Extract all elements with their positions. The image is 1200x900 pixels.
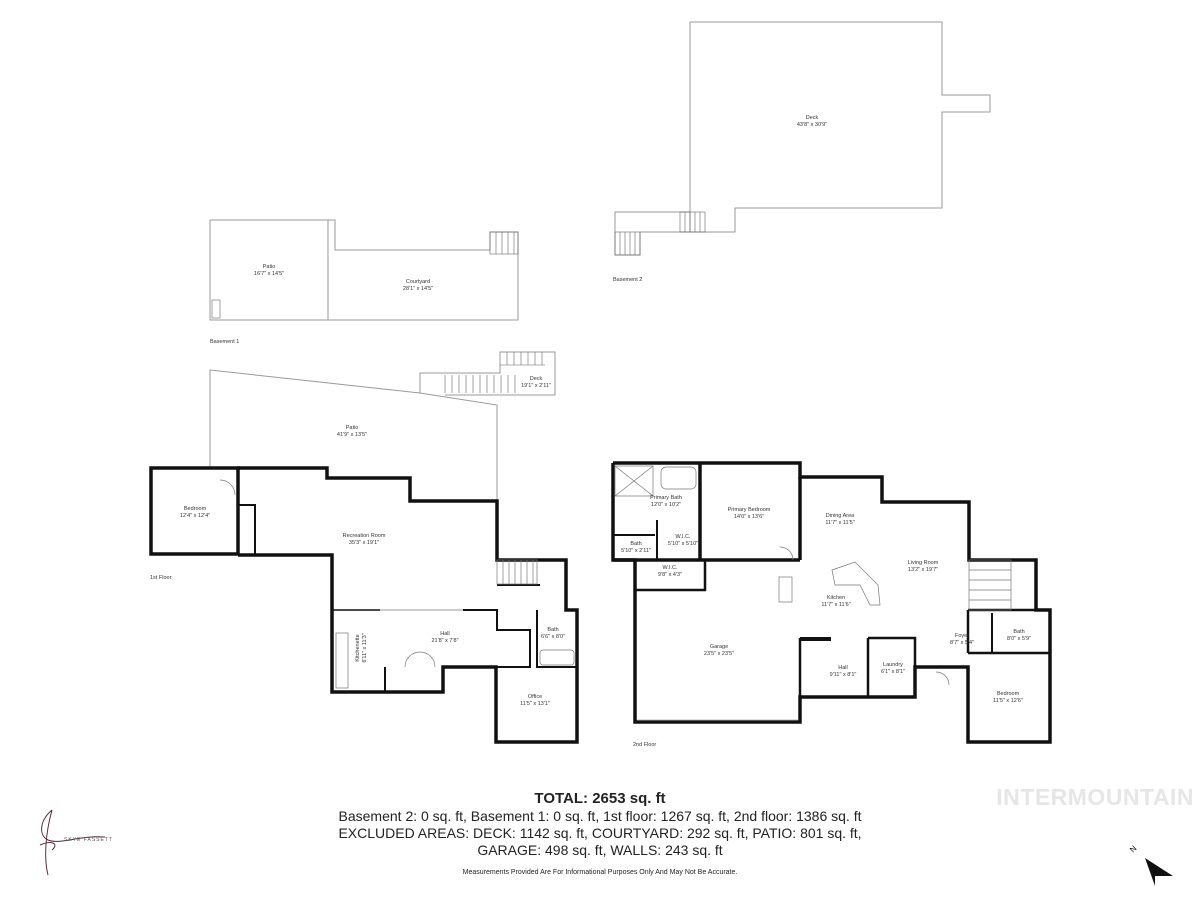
floor1-patio-outline	[209, 351, 556, 501]
total-area: TOTAL: 2653 sq. ft	[534, 790, 666, 807]
basement1-outline	[209, 219, 519, 321]
room-label-wic: W.I.C.9'8" x 4'3"	[657, 565, 683, 578]
room-label-wic: W.I.C.5'10" x 5'10"	[667, 534, 699, 547]
floor-label-1st: 1st Floor	[150, 575, 172, 581]
area-summary: TOTAL: 2653 sq. ft Basement 2: 0 sq. ft,…	[0, 790, 1200, 876]
floor-areas: Basement 2: 0 sq. ft, Basement 1: 0 sq. …	[338, 808, 862, 824]
floor2-fixtures	[614, 465, 1012, 721]
excluded-areas: EXCLUDED AREAS: DECK: 1142 sq. ft, COURT…	[338, 825, 862, 841]
floor-label-basement1: Basement 1	[210, 339, 240, 345]
disclaimer: Measurements Provided Are For Informatio…	[462, 869, 738, 876]
watermark: INTERMOUNTAIN	[996, 784, 1194, 810]
photographer-logo	[39, 809, 106, 876]
excluded-areas-cont: GARAGE: 498 sq. ft, WALLS: 243 sq. ft	[477, 842, 723, 858]
floor2-walls	[611, 461, 1052, 744]
floor-plan-drawing	[149, 21, 1052, 744]
floor1-walls	[149, 466, 579, 744]
floor-label-2nd: 2nd Floor	[633, 742, 657, 748]
north-label: N	[1128, 844, 1139, 855]
floor-label-basement2: Basement 2	[613, 277, 643, 283]
floor1-fixtures	[219, 479, 575, 689]
north-arrow-icon: N	[1128, 844, 1173, 886]
photographer-name: SKYE FASSETT	[64, 837, 113, 843]
basement2-deck-outline	[614, 21, 991, 256]
